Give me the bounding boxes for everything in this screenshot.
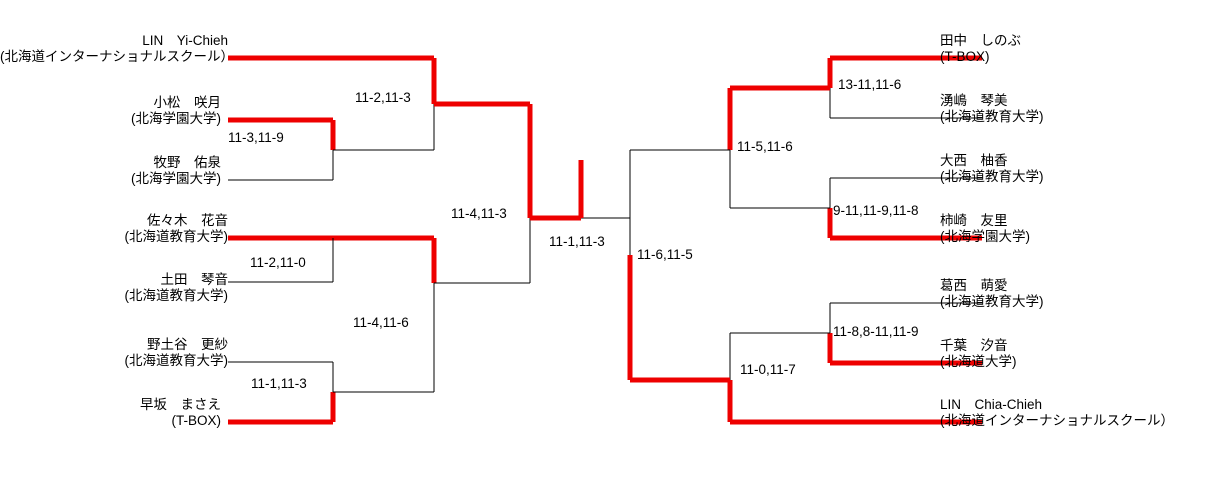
player-label-right-3: 柿崎 友里(北海学園大学) xyxy=(940,213,1030,245)
player-name: 早坂 まさえ xyxy=(140,397,221,412)
player-name: 大西 柚香 xyxy=(940,153,1008,168)
player-label-left-0: LIN Yi-Chieh(北海道インターナショナルスクール） xyxy=(0,33,234,65)
match-score-left-r2-sasaki-hayasaka: 11-4,11-6 xyxy=(353,315,409,330)
player-affiliation: (北海道教育大学) xyxy=(124,288,229,303)
match-score-right-r1-kasai-chiba: 11-8,8-11,11-9 xyxy=(833,324,919,339)
player-label-left-3: 佐々木 花音(北海道教育大学) xyxy=(0,213,229,245)
player-label-right-1: 湧嶋 琴美(北海道教育大学) xyxy=(940,93,1044,125)
match-score-left-r2-lin-komatsu: 11-2,11-3 xyxy=(355,90,411,105)
player-affiliation: (北海道教育大学) xyxy=(124,353,229,368)
match-score-right-r1-onishi-kakizaki: 9-11,11-9,11-8 xyxy=(833,203,919,218)
player-name: 千葉 汐音 xyxy=(940,338,1008,353)
player-name: 小松 咲月 xyxy=(153,95,222,110)
player-affiliation: (北海道インターナショナルスクール） xyxy=(940,413,1174,428)
match-score-right-semifinal: 11-6,11-5 xyxy=(637,247,693,262)
player-affiliation: (北海道教育大学) xyxy=(940,169,1044,184)
player-name: 田中 しのぶ xyxy=(940,33,1021,48)
player-affiliation: (北海学園大学) xyxy=(940,229,1030,244)
player-name: 野土谷 更紗 xyxy=(147,337,228,352)
match-score-right-r1-tanaka-wakushima: 13-11,11-6 xyxy=(838,77,902,92)
player-affiliation: (T-BOX) xyxy=(940,49,990,64)
match-score-right-r2-upper: 11-5,11-6 xyxy=(737,139,793,154)
player-name: 柿崎 友里 xyxy=(940,213,1008,228)
player-label-right-6: LIN Chia-Chieh(北海道インターナショナルスクール） xyxy=(940,397,1174,429)
player-label-left-5: 野土谷 更紗(北海道教育大学) xyxy=(0,337,229,369)
player-name: LIN Chia-Chieh xyxy=(940,397,1043,412)
player-name: 土田 琴音 xyxy=(160,272,229,287)
player-name: LIN Yi-Chieh xyxy=(142,33,228,48)
match-score-final: 11-1,11-3 xyxy=(549,234,605,249)
player-label-right-4: 葛西 萌愛(北海道教育大学) xyxy=(940,278,1044,310)
player-label-right-2: 大西 柚香(北海道教育大学) xyxy=(940,153,1044,185)
player-name: 湧嶋 琴美 xyxy=(940,93,1008,108)
player-affiliation: (北海学園大学) xyxy=(131,111,221,126)
player-label-left-1: 小松 咲月(北海学園大学) xyxy=(0,95,221,127)
player-name: 葛西 萌愛 xyxy=(940,278,1008,293)
match-score-left-r1-komatsu-makino: 11-3,11-9 xyxy=(228,130,284,145)
player-label-left-6: 早坂 まさえ(T-BOX) xyxy=(0,397,221,429)
player-label-left-4: 土田 琴音(北海道教育大学) xyxy=(0,272,229,304)
match-score-left-r1-sasaki-tsuchida: 11-2,11-0 xyxy=(250,255,306,270)
match-score-left-r1-nodoya-hayasaka: 11-1,11-3 xyxy=(251,376,307,391)
player-affiliation: (北海道教育大学) xyxy=(124,229,229,244)
player-label-right-5: 千葉 汐音(北海道大学) xyxy=(940,338,1017,370)
match-score-left-semifinal: 11-4,11-3 xyxy=(451,206,507,221)
player-label-right-0: 田中 しのぶ(T-BOX) xyxy=(940,33,1021,65)
player-affiliation: (北海学園大学) xyxy=(131,171,221,186)
player-affiliation: (北海道教育大学) xyxy=(940,109,1044,124)
player-label-left-2: 牧野 佑泉(北海学園大学) xyxy=(0,155,221,187)
player-affiliation: (北海道教育大学) xyxy=(940,294,1044,309)
match-score-right-r2-lower: 11-0,11-7 xyxy=(740,362,796,377)
player-affiliation: (北海道大学) xyxy=(940,354,1017,369)
player-name: 牧野 佑泉 xyxy=(153,155,222,170)
player-affiliation: (T-BOX) xyxy=(171,413,222,428)
player-affiliation: (北海道インターナショナルスクール） xyxy=(0,49,234,64)
player-name: 佐々木 花音 xyxy=(147,213,228,228)
